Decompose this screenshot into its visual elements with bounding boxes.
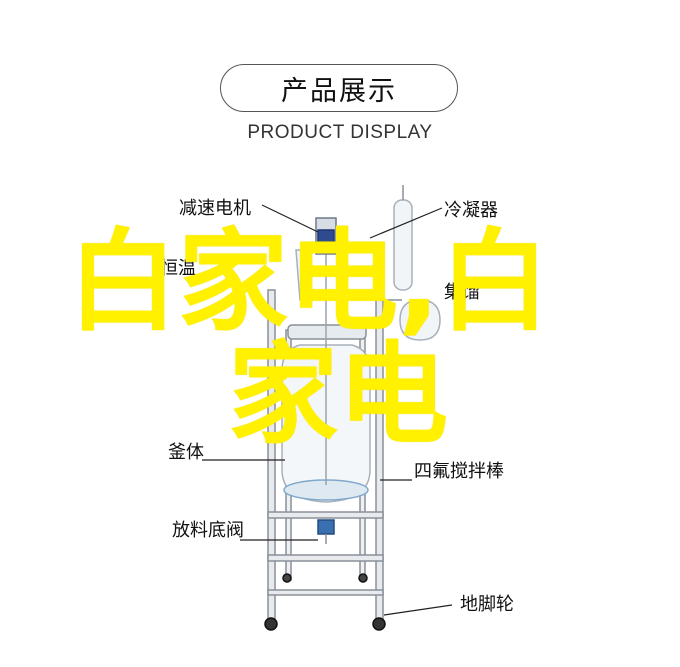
label-caster: 地脚轮 bbox=[460, 594, 514, 615]
motor-callout-line bbox=[261, 204, 319, 233]
label-motor: 减速电机 bbox=[179, 198, 251, 219]
watermark-line-1: 白家电,白 bbox=[68, 218, 550, 346]
product-display-title: 产品展示 bbox=[220, 64, 458, 112]
label-condenser: 冷凝器 bbox=[444, 200, 498, 221]
caster-callout-line bbox=[383, 604, 453, 616]
label-stirrer: 四氟搅拌棒 bbox=[414, 461, 504, 482]
watermark-line-2: 家电 bbox=[228, 331, 448, 459]
title-text: 产品展示 bbox=[281, 75, 397, 107]
label-kettle: 釜体 bbox=[168, 442, 204, 463]
label-left-partial: 恒温 bbox=[160, 258, 196, 279]
condenser-callout-line bbox=[369, 207, 443, 239]
label-right-partial: 集馏 bbox=[444, 282, 480, 303]
label-valve: 放料底阀 bbox=[172, 520, 244, 541]
product-display-subtitle: PRODUCT DISPLAY bbox=[247, 122, 433, 143]
